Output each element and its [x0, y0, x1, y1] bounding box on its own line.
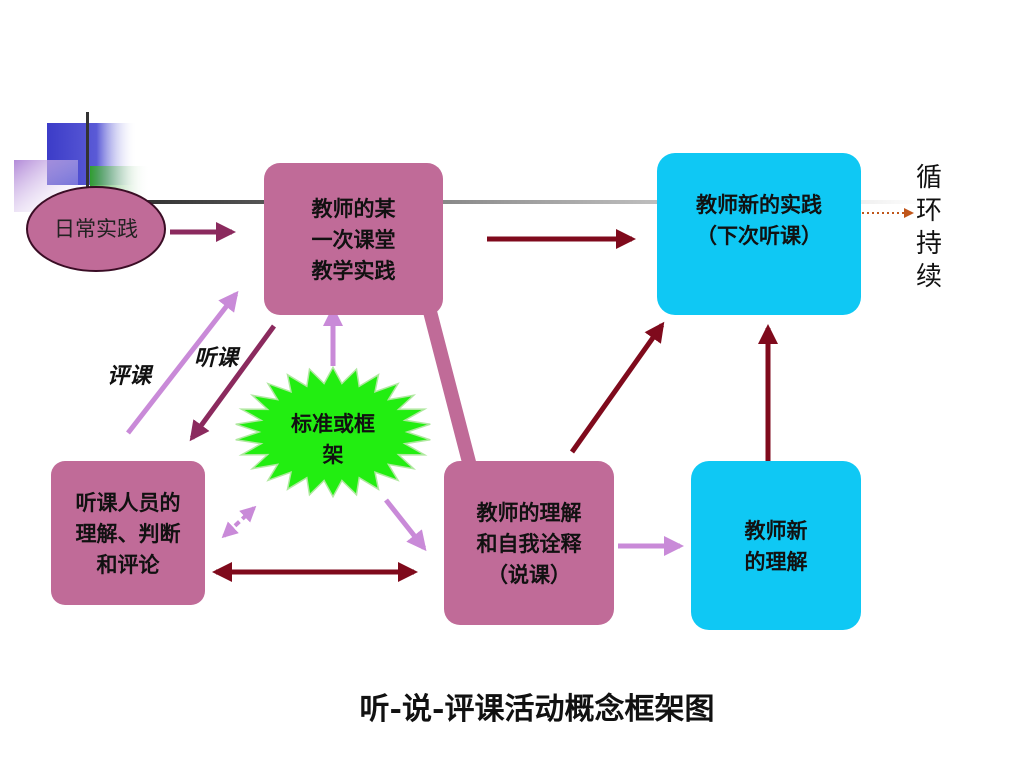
- horizontal-rule: [86, 200, 926, 204]
- new-understanding-box: 教师新 的理解: [691, 461, 861, 630]
- arrow-evaluate: [126, 290, 239, 435]
- observer-judgment-box: 听课人员的 理解、判断 和评论: [51, 461, 205, 605]
- observe-label: 听课: [194, 345, 239, 371]
- new-practice-box: 教师新的实践 （下次听课）: [657, 153, 861, 315]
- teaching-practice-box: 教师的某 一次课堂 教学实践: [264, 163, 443, 315]
- arrow-understanding-to-new-practice: [569, 321, 665, 454]
- evaluate-label: 评课: [107, 363, 152, 389]
- daily-practice-label: 日常实践: [54, 217, 138, 241]
- arrow-standard-observer: [221, 505, 257, 539]
- vertical-rule: [86, 112, 89, 207]
- practice-to-understanding-connector: [420, 293, 477, 473]
- standard-starburst: [235, 365, 431, 499]
- arrow-observe: [189, 324, 277, 442]
- standard-label: 标准或框 架: [291, 411, 375, 467]
- arrow-standard-to-understanding: [384, 498, 427, 552]
- daily-practice-ellipse: [26, 186, 166, 272]
- cycle-continues-label: 循 环 持 续: [915, 163, 942, 292]
- diagram-caption: 听-说-评课活动概念框架图: [359, 692, 715, 727]
- teacher-understanding-box: 教师的理解 和自我诠释 （说课）: [444, 461, 614, 625]
